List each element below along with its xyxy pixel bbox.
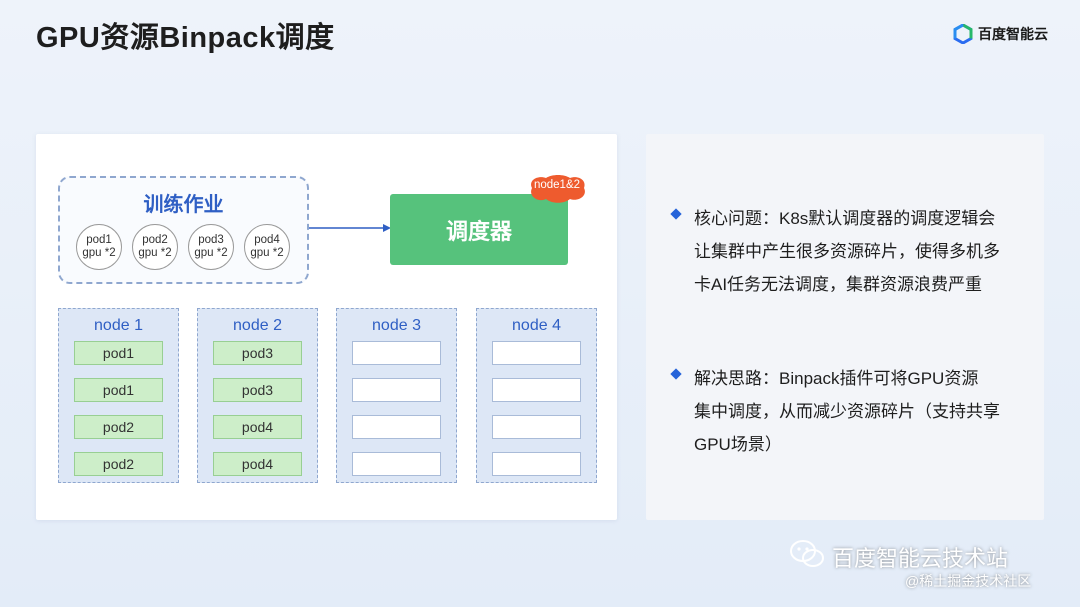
node-pod-slot: pod4 bbox=[213, 415, 302, 439]
node-pod-slot: pod1 bbox=[74, 341, 163, 365]
pod-gpu: gpu *2 bbox=[82, 247, 116, 259]
node-column: node 4 bbox=[476, 308, 597, 483]
baidu-cloud-logo-icon bbox=[953, 24, 973, 44]
callout-bubble-icon bbox=[531, 175, 585, 203]
empty-slot bbox=[492, 341, 581, 365]
node-pod-slot: pod1 bbox=[74, 378, 163, 402]
flow-arrow-icon bbox=[309, 224, 391, 232]
node-pod-slot: pod3 bbox=[213, 378, 302, 402]
scheduler-bubble-text: node1&2 bbox=[533, 179, 581, 191]
bullet-solution: 解决思路：Binpack插件可将GPU资源 集中调度，从而减少资源碎片（支持共享… bbox=[668, 362, 1028, 461]
empty-slot bbox=[352, 378, 441, 402]
empty-slot bbox=[352, 415, 441, 439]
node-label: node 1 bbox=[94, 317, 143, 334]
scheduler-label: 调度器 bbox=[445, 218, 512, 244]
node-pod-slot: pod4 bbox=[213, 452, 302, 476]
empty-slot bbox=[492, 452, 581, 476]
node-label: node 3 bbox=[372, 317, 421, 334]
node-column: node 3 bbox=[336, 308, 457, 483]
pod-gpu: gpu *2 bbox=[250, 247, 284, 259]
pod-name: pod2 bbox=[142, 234, 168, 246]
node-pod-slot: pod2 bbox=[74, 452, 163, 476]
job-pod-circle: pod4 gpu *2 bbox=[244, 224, 290, 270]
bullet-text: 解决思路：Binpack插件可将GPU资源 集中调度，从而减少资源碎片（支持共享… bbox=[694, 369, 1000, 454]
wechat-icon bbox=[790, 540, 824, 567]
diamond-bullet-icon bbox=[670, 368, 682, 380]
pod-gpu: gpu *2 bbox=[194, 247, 228, 259]
description-panel: 核心问题：K8s默认调度器的调度逻辑会 让集群中产生很多资源碎片，使得多机多 卡… bbox=[646, 134, 1044, 520]
node-column: node 1 pod1 pod1 pod2 pod2 bbox=[58, 308, 179, 483]
job-pod-circle: pod2 gpu *2 bbox=[132, 224, 178, 270]
watermark-main: 百度智能云技术站 bbox=[832, 546, 1009, 571]
node-label: node 2 bbox=[233, 317, 282, 334]
scheduler-box: 调度器 bbox=[390, 194, 568, 265]
pod-name: pod1 bbox=[86, 234, 112, 246]
empty-slot bbox=[492, 415, 581, 439]
bullet-core-problem: 核心问题：K8s默认调度器的调度逻辑会 让集群中产生很多资源碎片，使得多机多 卡… bbox=[668, 202, 1028, 301]
node-column: node 2 pod3 pod3 pod4 pod4 bbox=[197, 308, 318, 483]
pod-gpu: gpu *2 bbox=[138, 247, 172, 259]
empty-slot bbox=[492, 378, 581, 402]
pod-name: pod3 bbox=[198, 234, 224, 246]
node-pod-slot: pod2 bbox=[74, 415, 163, 439]
bullet-text: 核心问题：K8s默认调度器的调度逻辑会 让集群中产生很多资源碎片，使得多机多 卡… bbox=[694, 209, 1000, 294]
job-pod-circle: pod1 gpu *2 bbox=[76, 224, 122, 270]
pod-name: pod4 bbox=[254, 234, 280, 246]
node-label: node 4 bbox=[512, 317, 561, 334]
empty-slot bbox=[352, 452, 441, 476]
diagram-panel: 训练作业 pod1 gpu *2 pod2 gpu *2 pod3 gpu *2… bbox=[36, 134, 617, 520]
diamond-bullet-icon bbox=[670, 208, 682, 220]
watermark-sub: @稀土掘金技术社区 bbox=[905, 573, 1032, 589]
node-pod-slot: pod3 bbox=[213, 341, 302, 365]
page-title: GPU资源Binpack调度 bbox=[36, 22, 335, 54]
brand-logo: 百度智能云 bbox=[953, 24, 1048, 44]
empty-slot bbox=[352, 341, 441, 365]
training-job-title: 训练作业 bbox=[143, 194, 224, 216]
job-pod-circle: pod3 gpu *2 bbox=[188, 224, 234, 270]
training-job-box: 训练作业 pod1 gpu *2 pod2 gpu *2 pod3 gpu *2… bbox=[58, 176, 309, 284]
logo-text: 百度智能云 bbox=[978, 26, 1048, 42]
